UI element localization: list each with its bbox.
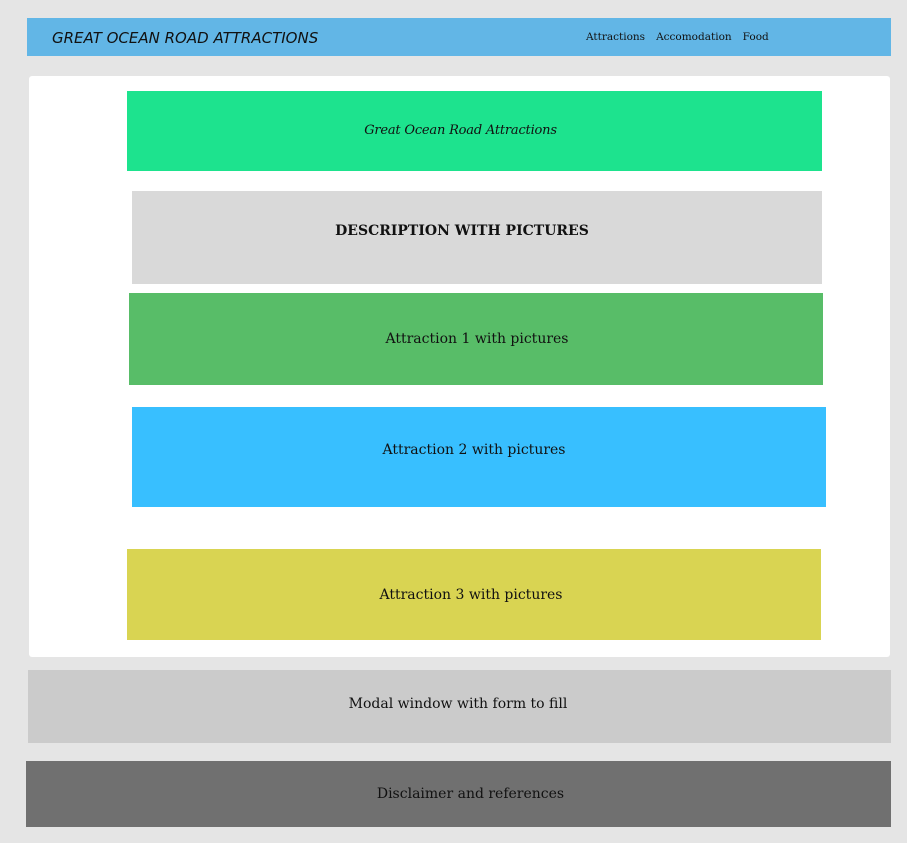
- attraction-3-label: Attraction 3 with pictures: [379, 587, 563, 603]
- attraction-section-3: Attraction 3 with pictures: [127, 549, 821, 640]
- hero-title: Great Ocean Road Attractions: [364, 123, 557, 138]
- modal-form-label: Modal window with form to fill: [348, 696, 568, 712]
- description-heading: DESCRIPTION WITH PICTURES: [335, 222, 589, 239]
- hero-banner: Great Ocean Road Attractions: [127, 91, 822, 171]
- attraction-1-label: Attraction 1 with pictures: [385, 330, 569, 347]
- nav-link-food[interactable]: Food: [742, 31, 769, 43]
- main-nav: Attractions Accomodation Food: [586, 18, 769, 56]
- modal-form-section[interactable]: Modal window with form to fill: [28, 670, 891, 743]
- attraction-section-2: Attraction 2 with pictures: [132, 407, 826, 507]
- nav-link-attractions[interactable]: Attractions: [586, 31, 646, 43]
- site-header: GREAT OCEAN ROAD ATTRACTIONS Attractions…: [27, 18, 891, 56]
- attraction-2-label: Attraction 2 with pictures: [382, 442, 566, 458]
- description-section: DESCRIPTION WITH PICTURES: [132, 191, 822, 284]
- footer-disclaimer-label: Disclaimer and references: [376, 786, 565, 802]
- footer: Disclaimer and references: [26, 761, 891, 827]
- attraction-section-1: Attraction 1 with pictures: [129, 293, 823, 385]
- nav-link-accomodation[interactable]: Accomodation: [656, 31, 732, 43]
- site-title[interactable]: GREAT OCEAN ROAD ATTRACTIONS: [52, 29, 319, 47]
